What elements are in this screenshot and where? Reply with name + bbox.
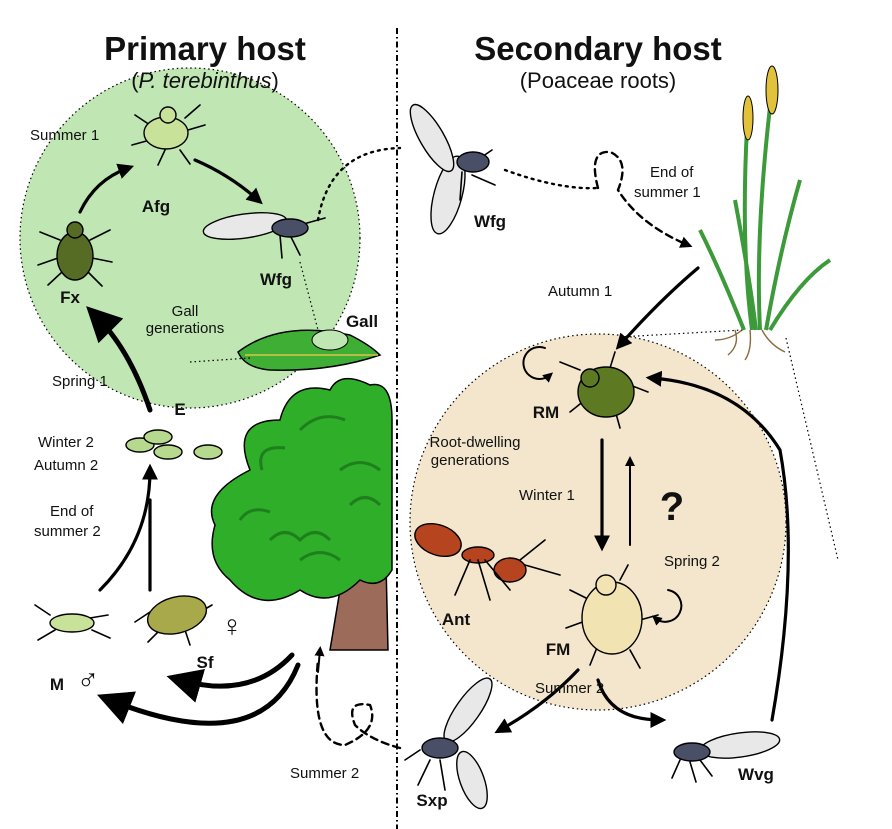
label-wfg-flight: Wfg (474, 212, 506, 231)
label-question-mark: ? (660, 485, 684, 529)
primary-host-title: Primary host (104, 30, 306, 67)
label-sf: Sf (197, 653, 214, 672)
label-fm: FM (546, 640, 571, 659)
loop-rm (522, 346, 554, 383)
arrow-end-summer2 (98, 463, 158, 592)
gall-leaf-illustration (237, 329, 382, 371)
arrow-summer2-return-head (314, 646, 325, 673)
arrow-wvg-to-rm (645, 370, 790, 722)
arrow-fm-to-wvg (596, 678, 667, 728)
gall-zoom-line-2 (189, 357, 251, 363)
arrow-fm-to-sxp (494, 668, 580, 734)
wfg-gall-winged-illustration (202, 212, 326, 259)
arrow-spring1 (86, 306, 153, 413)
label-wfg-gall: Wfg (260, 270, 292, 289)
arrow-wfg-loop-dashed (593, 150, 693, 248)
label-end-summer2-line2: summer 2 (34, 523, 101, 540)
egg-cluster-illustration (125, 429, 223, 460)
label-spring1: Spring 1 (52, 373, 108, 390)
arrow-afg-to-wfg (193, 158, 263, 205)
male-symbol: ♂ (77, 664, 100, 697)
label-summer2-bottom: Summer 2 (290, 765, 359, 782)
label-end-summer2-line1: End of (50, 503, 94, 520)
terebinth-tree-illustration (210, 377, 393, 651)
label-sxp: Sxp (416, 791, 447, 810)
arrow-wfg-migration (316, 146, 402, 222)
sxp-winged-illustration (404, 677, 493, 810)
label-gall-generations-line2: generations (146, 320, 224, 337)
afg-aphid-illustration (131, 104, 206, 166)
label-winter2: Winter 2 (38, 434, 94, 451)
secondary-host-subtitle: (Poaceae roots) (520, 68, 677, 93)
wfg-flying-illustration (409, 103, 496, 235)
label-end-summer1-line2: summer 1 (634, 184, 701, 201)
root-zoom-line-1 (619, 329, 743, 338)
fx-aphid-illustration (37, 221, 113, 287)
arrow-summer2-return-dashed (315, 658, 402, 750)
arrow-autumn1 (615, 266, 700, 350)
wvg-winged-illustration (671, 731, 781, 783)
arrow-to-sf (166, 652, 295, 703)
label-autumn1: Autumn 1 (548, 283, 612, 300)
label-fx: Fx (60, 288, 80, 307)
primary-host-subtitle: (P. terebinthus) (131, 68, 279, 93)
gall-zone-outline (19, 67, 361, 409)
label-rm: RM (533, 403, 559, 422)
arrow-fx-to-afg (78, 163, 135, 214)
root-zone-outline (409, 333, 787, 711)
label-gall-generations-line1: Gall (172, 303, 199, 320)
m-aphid-illustration (34, 604, 111, 641)
label-winter1: Winter 1 (519, 487, 575, 504)
sf-aphid-illustration (134, 595, 213, 646)
ant-illustration (414, 522, 561, 601)
label-summer1: Summer 1 (30, 127, 99, 144)
label-gall: Gall (346, 312, 378, 331)
label-ant: Ant (442, 610, 471, 629)
grass-plant-illustration (698, 65, 832, 361)
fm-root-aphid-illustration (565, 564, 659, 669)
label-summer2-right: Summer 2 (535, 680, 604, 697)
label-e: E (174, 400, 185, 419)
label-spring2: Spring 2 (664, 553, 720, 570)
gall-zoom-line-1 (299, 261, 319, 331)
female-symbol: ♀ (221, 610, 244, 643)
secondary-host-title: Secondary host (474, 30, 722, 67)
label-afg: Afg (142, 197, 170, 216)
label-root-generations-line1: Root-dwelling (430, 434, 521, 451)
label-root-generations-line2: generations (431, 452, 509, 469)
label-autumn2: Autumn 2 (34, 457, 98, 474)
label-end-summer1-line1: End of (650, 164, 694, 181)
rm-root-aphid-illustration (559, 351, 649, 429)
label-m: M (50, 675, 64, 694)
root-dwelling-zone (410, 334, 786, 710)
loop-fm (651, 589, 683, 626)
root-zoom-line-2 (785, 337, 839, 561)
label-wvg: Wvg (738, 765, 774, 784)
arrow-to-m (96, 662, 301, 726)
arrow-wfg-to-grass-dotted (503, 168, 600, 190)
